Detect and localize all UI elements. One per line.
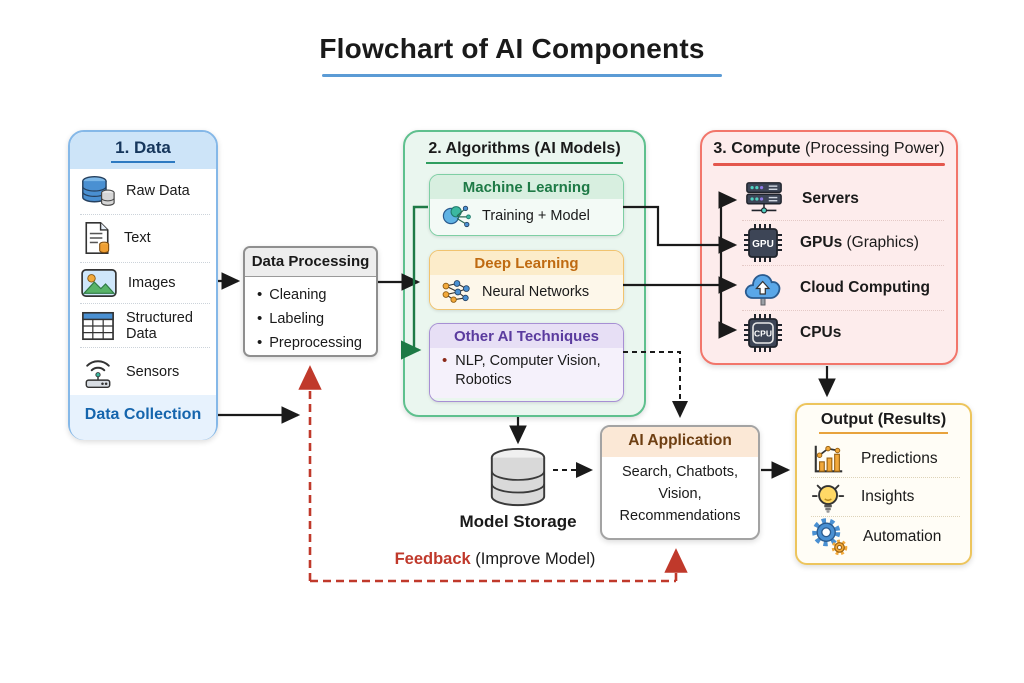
brain-network-icon [440,201,474,231]
gpu-chip-icon: GPU [742,222,784,264]
compute-item-gpus: GPU GPUs (Graphics) [742,220,944,265]
data-processing-box: Data Processing Cleaning Labeling Prepro… [243,246,378,357]
machine-learning-box: Machine Learning Training + Model [429,174,624,236]
image-icon [80,268,118,298]
neural-network-icon [440,277,474,307]
compute-item-label: GPUs [800,234,843,251]
output-item-list: Predictions Insig [811,441,960,557]
ai-application-title: AI Application [602,427,758,457]
gears-icon [811,518,849,556]
data-item-label: Text [124,230,151,247]
feedback-label: Feedback (Improve Model) [310,550,680,569]
database-icon [80,174,116,208]
compute-item-cloud: Cloud Computing [742,265,944,310]
feedback-label-regular: (Improve Model) [470,550,596,568]
lightbulb-icon [811,479,847,515]
svg-text:GPU: GPU [752,239,774,250]
data-item-label: Structured Data [126,309,193,342]
data-item-raw-data: Raw Data [80,169,210,214]
data-item-sensors: Sensors [80,347,210,395]
deep-learning-label: Neural Networks [482,284,590,300]
algorithms-section-header: 2. Algorithms (AI Models) [405,132,644,164]
data-section: 1. Data Raw Data [68,130,218,440]
processing-step: Preprocessing [257,331,370,355]
data-item-label: Raw Data [126,183,190,200]
machine-learning-label: Training + Model [482,208,590,224]
cloud-upload-icon [742,267,784,309]
output-item-insights: Insights [811,477,960,516]
feedback-label-bold: Feedback [394,550,471,568]
data-section-header: 1. Data [70,132,216,169]
compute-item-servers: Servers [742,178,944,220]
database-cylinder-icon [448,446,588,510]
deep-learning-title: Deep Learning [430,251,623,275]
output-item-label: Automation [863,528,942,545]
table-icon [80,310,116,342]
data-item-list: Raw Data Text [70,169,216,395]
data-item-structured-data: Structured Data [80,303,210,347]
processing-step: Cleaning [257,283,370,307]
data-section-title: 1. Data [111,138,175,163]
cpu-chip-icon: CPU [742,312,784,354]
document-icon [80,220,114,256]
data-item-text: Text [80,213,210,262]
compute-item-cpus: CPU CPUs [742,310,944,355]
data-item-label: Images [128,274,176,291]
deep-learning-box: Deep Learning [429,250,624,310]
model-storage: Model Storage [448,446,588,532]
other-ai-label: NLP, Computer Vision, Robotics [455,353,601,388]
compute-title-bold: 3. Compute [713,140,801,157]
compute-item-label: Servers [802,190,859,207]
other-ai-title: Other AI Techniques [430,324,623,348]
data-processing-title: Data Processing [245,248,376,277]
data-item-label: Sensors [126,363,180,380]
other-ai-techniques-box: Other AI Techniques • NLP, Computer Visi… [429,323,624,402]
svg-text:CPU: CPU [754,329,772,339]
machine-learning-title: Machine Learning [430,175,623,199]
compute-underline [713,163,945,166]
output-section: Output (Results) Predictions [795,403,972,565]
algorithms-section-title: 2. Algorithms (AI Models) [426,140,623,164]
data-processing-list: Cleaning Labeling Preprocessing [245,283,376,355]
compute-title-regular: (Processing Power) [800,140,945,157]
data-item-images: Images [80,261,210,304]
servers-icon [742,179,786,219]
output-item-predictions: Predictions [811,441,960,477]
ai-application-body: Search, Chatbots, Vision, Recommendation… [619,464,741,524]
compute-item-label: CPUs [800,324,842,341]
output-item-label: Insights [861,488,915,505]
compute-item-list: Servers GPU GPUs (Graphics) [742,178,944,355]
algorithms-section: 2. Algorithms (AI Models) Machine Learni… [403,130,646,417]
sensor-icon [80,354,116,390]
compute-item-label: Cloud Computing [800,279,930,296]
output-section-header: Output (Results) [797,405,970,434]
title-underline [322,74,722,77]
processing-step: Labeling [257,307,370,331]
bullet-dot: • [442,352,448,369]
bar-chart-icon [811,442,847,476]
page-title: Flowchart of AI Components [319,33,705,64]
data-collection-label: Data Collection [70,395,216,440]
output-section-title: Output (Results) [818,411,949,434]
compute-section-header: 3. Compute (Processing Power) [702,132,956,166]
output-item-automation: Automation [811,516,960,557]
model-storage-label: Model Storage [459,512,577,531]
ai-application-box: AI Application Search, Chatbots, Vision,… [600,425,760,540]
output-item-label: Predictions [861,450,938,467]
compute-section: 3. Compute (Processing Power) [700,130,958,365]
